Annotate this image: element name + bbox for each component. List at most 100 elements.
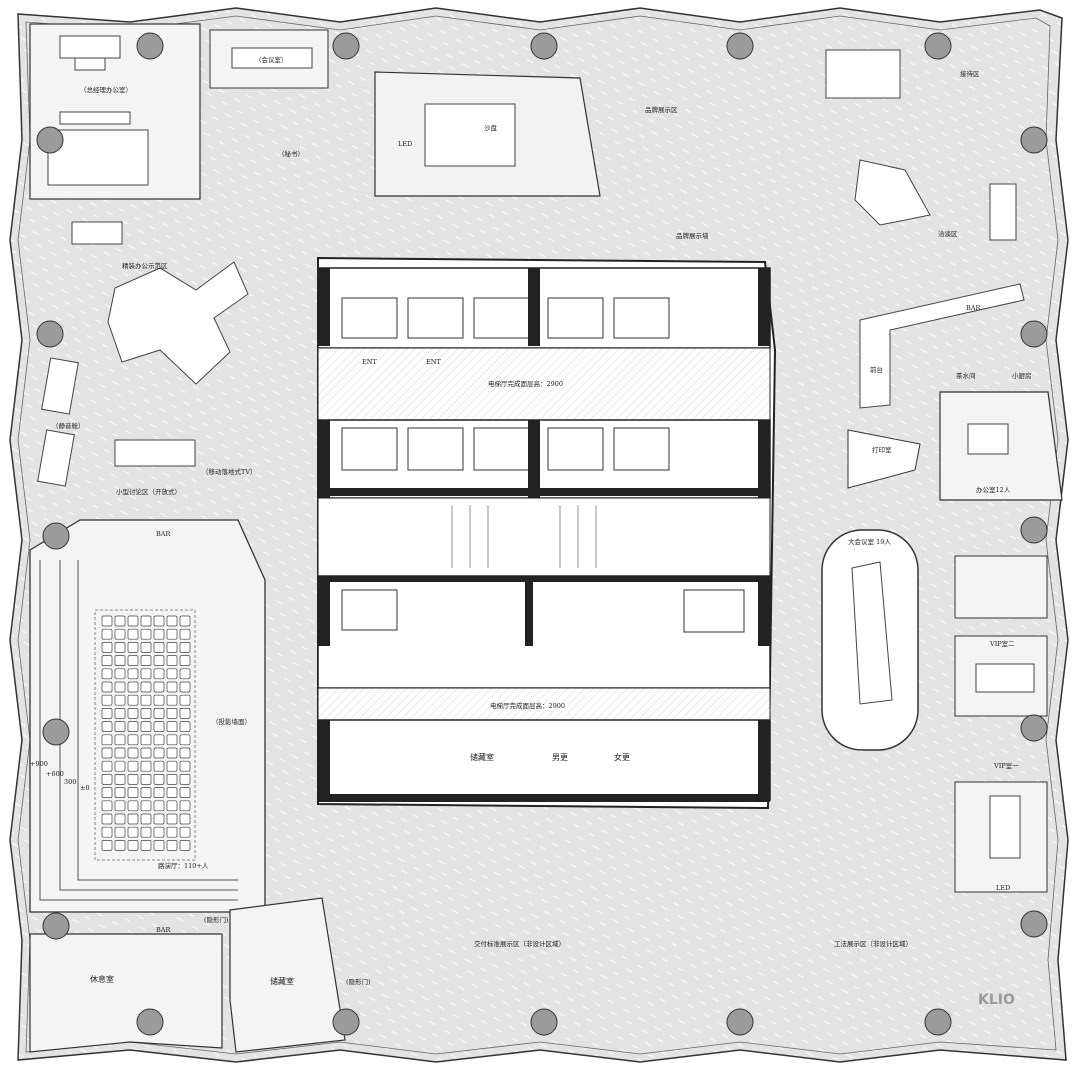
seat <box>127 747 139 759</box>
seat <box>127 800 139 812</box>
seat <box>153 721 165 732</box>
seat <box>153 681 165 693</box>
column <box>924 1008 952 1036</box>
seat <box>114 655 126 666</box>
workstation-cluster <box>37 221 249 487</box>
seat <box>166 615 178 627</box>
seat <box>179 800 191 812</box>
seat <box>153 642 165 653</box>
seat <box>153 628 165 640</box>
label-womens-change: 女更 <box>614 752 630 762</box>
seat <box>179 668 191 680</box>
label-office-12: 办公室12人 <box>976 485 1011 494</box>
seat <box>166 655 178 666</box>
seat <box>179 774 191 785</box>
reception-furniture <box>825 49 1025 409</box>
seat <box>166 734 178 746</box>
seat <box>179 826 191 838</box>
seat <box>127 826 139 838</box>
seat <box>140 721 152 732</box>
label-mobile-tv: （移动落地式TV） <box>202 467 257 476</box>
label-vip-2: VIP室二 <box>989 639 1015 648</box>
column <box>36 126 64 154</box>
seat <box>127 668 139 680</box>
seat <box>153 774 165 785</box>
column <box>1020 910 1048 938</box>
seat <box>114 747 126 759</box>
room-labels: （总经理办公室） （会议室） （秘书） LED 沙盘 品牌展示区 接待区 品牌展… <box>30 55 1032 1008</box>
seat <box>140 840 152 851</box>
label-level-600: +600 <box>46 770 64 778</box>
label-ent-2: ENT <box>426 358 441 366</box>
seat <box>140 708 152 719</box>
label-secretary: （秘书） <box>278 149 304 158</box>
seat <box>140 681 152 693</box>
seat <box>166 747 178 759</box>
seat <box>101 787 113 798</box>
label-lounge: 休息室 <box>90 974 114 984</box>
seat <box>140 787 152 798</box>
seat <box>166 813 178 825</box>
seat <box>127 721 139 732</box>
column <box>1020 714 1048 742</box>
seat <box>114 708 126 719</box>
seat <box>127 628 139 640</box>
seat <box>114 668 126 680</box>
seat <box>127 694 139 706</box>
seat <box>114 628 126 640</box>
seat <box>101 708 113 719</box>
seat <box>166 708 178 719</box>
seat <box>179 840 191 851</box>
label-projection-wall: （投影墙面） <box>212 717 251 726</box>
seat <box>140 813 152 825</box>
label-bar-top: BAR <box>966 304 981 312</box>
seat <box>101 813 113 825</box>
right-offices <box>821 391 1063 893</box>
seat <box>140 655 152 666</box>
seat <box>140 760 152 772</box>
central-core <box>317 256 777 810</box>
label-elevator-hall-1: 电梯厅完成面层高：2900 <box>488 379 563 388</box>
seat <box>153 615 165 627</box>
seat <box>101 800 113 812</box>
seat <box>127 642 139 653</box>
label-sand-table: 沙盘 <box>484 123 498 132</box>
seat <box>114 760 126 772</box>
column <box>42 912 70 940</box>
seat <box>153 800 165 812</box>
seat <box>153 734 165 746</box>
label-print-room: 打印室 <box>872 445 892 454</box>
seat <box>127 774 139 785</box>
seat <box>127 655 139 666</box>
seat <box>179 615 191 627</box>
label-storage-core: 储藏室 <box>470 752 494 762</box>
column <box>136 32 164 60</box>
seat <box>166 840 178 851</box>
seat <box>153 840 165 851</box>
gm-office-block <box>29 23 329 200</box>
seat <box>166 787 178 798</box>
label-delivery-zone: 交付标准展示区（非设计区域） <box>474 939 565 948</box>
seat <box>179 708 191 719</box>
seat <box>114 681 126 693</box>
seat <box>101 642 113 653</box>
seat <box>166 826 178 838</box>
seat <box>179 747 191 759</box>
column <box>530 1008 558 1036</box>
seat <box>114 840 126 851</box>
seat <box>101 694 113 706</box>
column <box>924 32 952 60</box>
label-fine-office: 精装办公示范区 <box>122 261 168 270</box>
structural-columns <box>36 32 1048 1036</box>
seat <box>166 628 178 640</box>
column <box>42 718 70 746</box>
label-small-discussion: 小型讨论区（开放式） <box>116 487 181 496</box>
label-small-kitchen: 小厨房 <box>1012 371 1032 380</box>
column <box>332 1008 360 1036</box>
seat <box>101 760 113 772</box>
seat <box>140 734 152 746</box>
label-ent-1: ENT <box>362 358 377 366</box>
label-theater: 路演厅：110+人 <box>158 861 209 870</box>
seat <box>101 774 113 785</box>
label-gm-office: （总经理办公室） <box>80 85 132 94</box>
